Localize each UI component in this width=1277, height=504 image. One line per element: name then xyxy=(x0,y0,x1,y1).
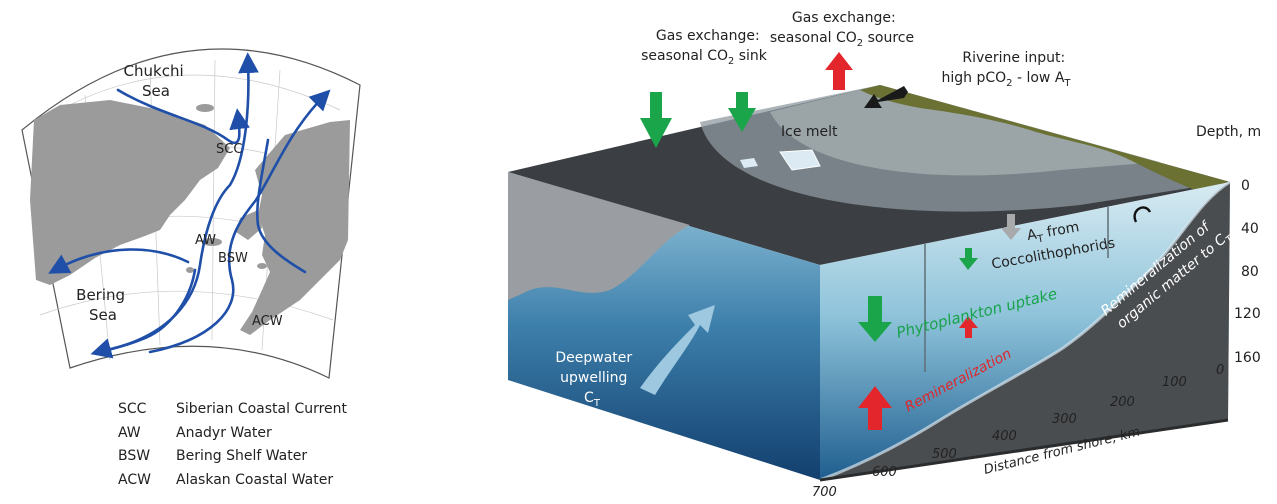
distance-ticks: 0 100 200 300 400 500 600 700 xyxy=(812,363,1224,500)
alaska-land xyxy=(240,120,350,335)
distance-tick-0: 0 xyxy=(1216,363,1224,378)
label-sink: Gas exchange: seasonal CO2 sink xyxy=(641,28,768,67)
label-bering: Bering Sea xyxy=(76,286,130,324)
label-riverine: Riverine input: high pCO2 - low AT xyxy=(941,50,1071,89)
distance-tick-500: 500 xyxy=(932,447,957,462)
legend-name: Alaskan Coastal Water xyxy=(176,471,334,488)
distance-tick-600: 600 xyxy=(872,465,897,480)
depth-tick-40: 40 xyxy=(1241,221,1259,237)
current-bsw xyxy=(148,89,331,354)
alaska-strip xyxy=(860,85,1230,190)
legend-row: ACW Alaskan Coastal Water xyxy=(118,469,347,493)
depth-tick-160: 160 xyxy=(1234,350,1261,366)
circulation-arrow xyxy=(1133,206,1152,223)
current-map: Chukchi Sea Bering Sea SCC AW BSW ACW xyxy=(21,48,361,379)
label-source: Gas exchange: seasonal CO2 source xyxy=(770,10,914,49)
current-bering-gyre xyxy=(48,248,190,274)
wrangel-island xyxy=(196,104,214,112)
label-upwelling: Deepwater upwelling CT xyxy=(555,350,636,409)
source-arrow xyxy=(825,52,853,90)
siberia-land xyxy=(30,100,230,285)
bottom-edge xyxy=(819,418,1229,482)
st-lawrence-island xyxy=(202,238,222,246)
phyto-arrow-down xyxy=(858,296,892,342)
legend-abbr: SCC xyxy=(118,401,147,417)
ice-floe xyxy=(779,149,821,171)
map-currents xyxy=(48,52,331,359)
map-legend: SCC Siberian Coastal Current AW Anadyr W… xyxy=(118,398,347,492)
legend-row: AW Anadyr Water xyxy=(118,422,347,446)
sink-arrow-1 xyxy=(640,92,672,148)
seafloor-edge xyxy=(819,180,1231,482)
distance-tick-300: 300 xyxy=(1052,412,1077,427)
legend-abbr: BSW xyxy=(118,448,151,464)
remin-arrow-small xyxy=(959,316,978,338)
current-bering-loop xyxy=(90,268,197,359)
legend-abbr: ACW xyxy=(118,471,151,488)
label-ice-melt: Ice melt xyxy=(781,124,838,140)
legend-row: BSW Bering Shelf Water xyxy=(118,445,347,469)
depth-tick-80: 80 xyxy=(1241,264,1259,280)
phyto-arrow-small xyxy=(959,248,978,270)
depth-ticks: 0 40 80 120 160 xyxy=(1234,178,1261,366)
ocean-block-diagram: Gas exchange: seasonal CO2 sink Gas exch… xyxy=(508,10,1261,500)
legend-name: Bering Shelf Water xyxy=(176,448,308,464)
label-scc: SCC xyxy=(216,142,242,157)
distance-tick-400: 400 xyxy=(992,429,1017,444)
coccolith-arrow xyxy=(1001,214,1021,240)
legend-row: SCC Siberian Coastal Current xyxy=(118,398,347,422)
legend-name: Siberian Coastal Current xyxy=(176,401,348,417)
depth-tick-0: 0 xyxy=(1241,178,1250,194)
label-chukchi: Chukchi Sea xyxy=(124,62,189,100)
sink-arrow-2 xyxy=(728,92,756,132)
distance-tick-200: 200 xyxy=(1110,395,1135,410)
left-face-shelf xyxy=(508,172,690,300)
distance-tick-100: 100 xyxy=(1162,375,1187,390)
depth-axis-label: Depth, m xyxy=(1196,124,1261,140)
label-bsw: BSW xyxy=(218,251,248,266)
riverine-arrow xyxy=(864,86,908,108)
current-acw xyxy=(256,138,307,274)
current-scc xyxy=(116,88,250,145)
legend-abbr: AW xyxy=(118,424,141,441)
map-labels: Chukchi Sea Bering Sea SCC AW BSW ACW xyxy=(76,62,283,329)
distance-tick-700: 700 xyxy=(812,485,837,500)
depth-tick-120: 120 xyxy=(1234,306,1261,322)
label-aw: AW xyxy=(195,233,216,248)
remin-arrow-up xyxy=(858,386,892,430)
label-acw: ACW xyxy=(252,314,283,329)
legend-name: Anadyr Water xyxy=(176,424,272,441)
seafloor xyxy=(820,182,1230,480)
upwelling-arrow xyxy=(640,305,715,395)
